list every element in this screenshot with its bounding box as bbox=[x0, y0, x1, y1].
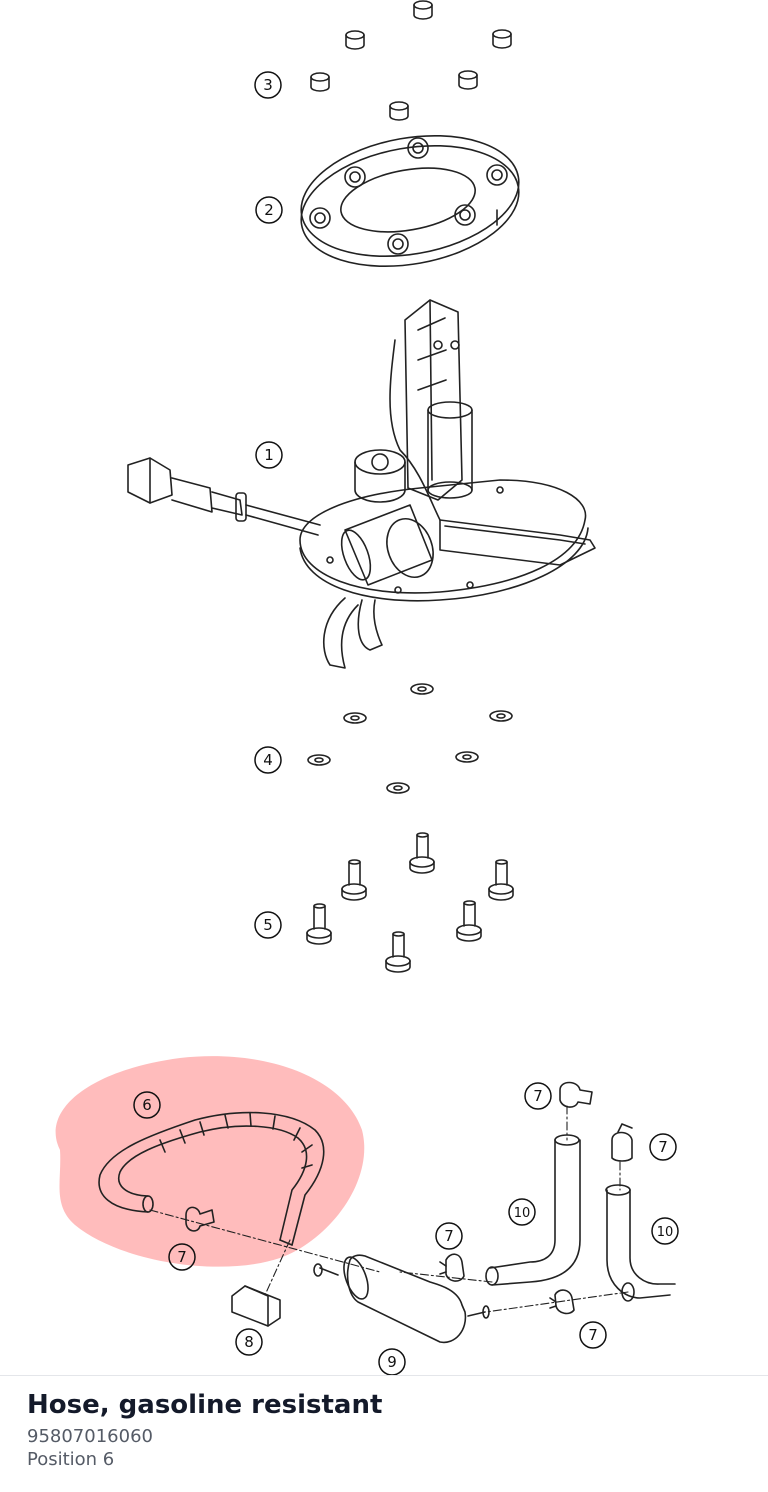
part-detail-panel: Hose, gasoline resistant 95807016060 Pos… bbox=[0, 1375, 768, 1492]
part-9-fuel-filter[interactable] bbox=[313, 1254, 490, 1344]
callout-4[interactable]: 4 bbox=[254, 746, 282, 774]
callout-label: 6 bbox=[142, 1096, 152, 1114]
assembly-centerlines bbox=[149, 1105, 629, 1313]
callout-label: 7 bbox=[533, 1087, 543, 1105]
callout-label: 4 bbox=[263, 751, 273, 769]
callout-7[interactable]: 7 bbox=[524, 1082, 552, 1110]
callout-10[interactable]: 10 bbox=[508, 1198, 536, 1226]
callout-label: 10 bbox=[657, 1225, 674, 1240]
part-5-screws[interactable] bbox=[306, 832, 514, 973]
callout-8[interactable]: 8 bbox=[235, 1328, 263, 1356]
callout-7[interactable]: 7 bbox=[579, 1321, 607, 1349]
callout-label: 7 bbox=[588, 1326, 598, 1344]
part-8-cap[interactable] bbox=[231, 1285, 281, 1327]
part-2-gasket[interactable] bbox=[292, 120, 529, 282]
part-name: Hose, gasoline resistant bbox=[27, 1390, 383, 1420]
exploded-parts-diagram[interactable]: 1 2 3 4 5 6 7 7 7 7 7 8 9 10 10 bbox=[0, 0, 768, 1376]
callout-5[interactable]: 5 bbox=[254, 911, 282, 939]
callout-label: 3 bbox=[263, 76, 273, 94]
callout-label: 7 bbox=[177, 1248, 187, 1266]
callout-7[interactable]: 7 bbox=[168, 1243, 196, 1271]
part-10-elbow-hoses[interactable] bbox=[485, 1134, 676, 1302]
callout-1[interactable]: 1 bbox=[255, 441, 283, 469]
highlight-region-part-6[interactable] bbox=[55, 1056, 365, 1267]
callout-label: 7 bbox=[444, 1227, 454, 1245]
callout-label: 7 bbox=[658, 1138, 668, 1156]
part-number: 95807016060 bbox=[27, 1426, 153, 1447]
callout-3[interactable]: 3 bbox=[254, 71, 282, 99]
part-position: Position 6 bbox=[27, 1449, 115, 1470]
callout-6[interactable]: 6 bbox=[133, 1091, 161, 1119]
callout-label: 2 bbox=[264, 201, 274, 219]
callout-label: 1 bbox=[264, 446, 274, 464]
callout-label: 9 bbox=[387, 1353, 397, 1371]
callout-label: 8 bbox=[244, 1333, 254, 1351]
part-1-fuel-pump-assembly[interactable] bbox=[127, 299, 596, 669]
part-4-washers[interactable] bbox=[307, 683, 513, 794]
callout-2[interactable]: 2 bbox=[255, 196, 283, 224]
part-3-grommets[interactable] bbox=[310, 0, 512, 121]
callout-label: 5 bbox=[263, 916, 273, 934]
callout-7[interactable]: 7 bbox=[649, 1133, 677, 1161]
callout-9[interactable]: 9 bbox=[378, 1348, 406, 1376]
callout-7[interactable]: 7 bbox=[435, 1222, 463, 1250]
callout-10[interactable]: 10 bbox=[651, 1217, 679, 1245]
part-7-clamps[interactable] bbox=[185, 1081, 633, 1315]
callout-label: 10 bbox=[514, 1206, 531, 1221]
part-6-hose[interactable] bbox=[98, 1111, 325, 1246]
